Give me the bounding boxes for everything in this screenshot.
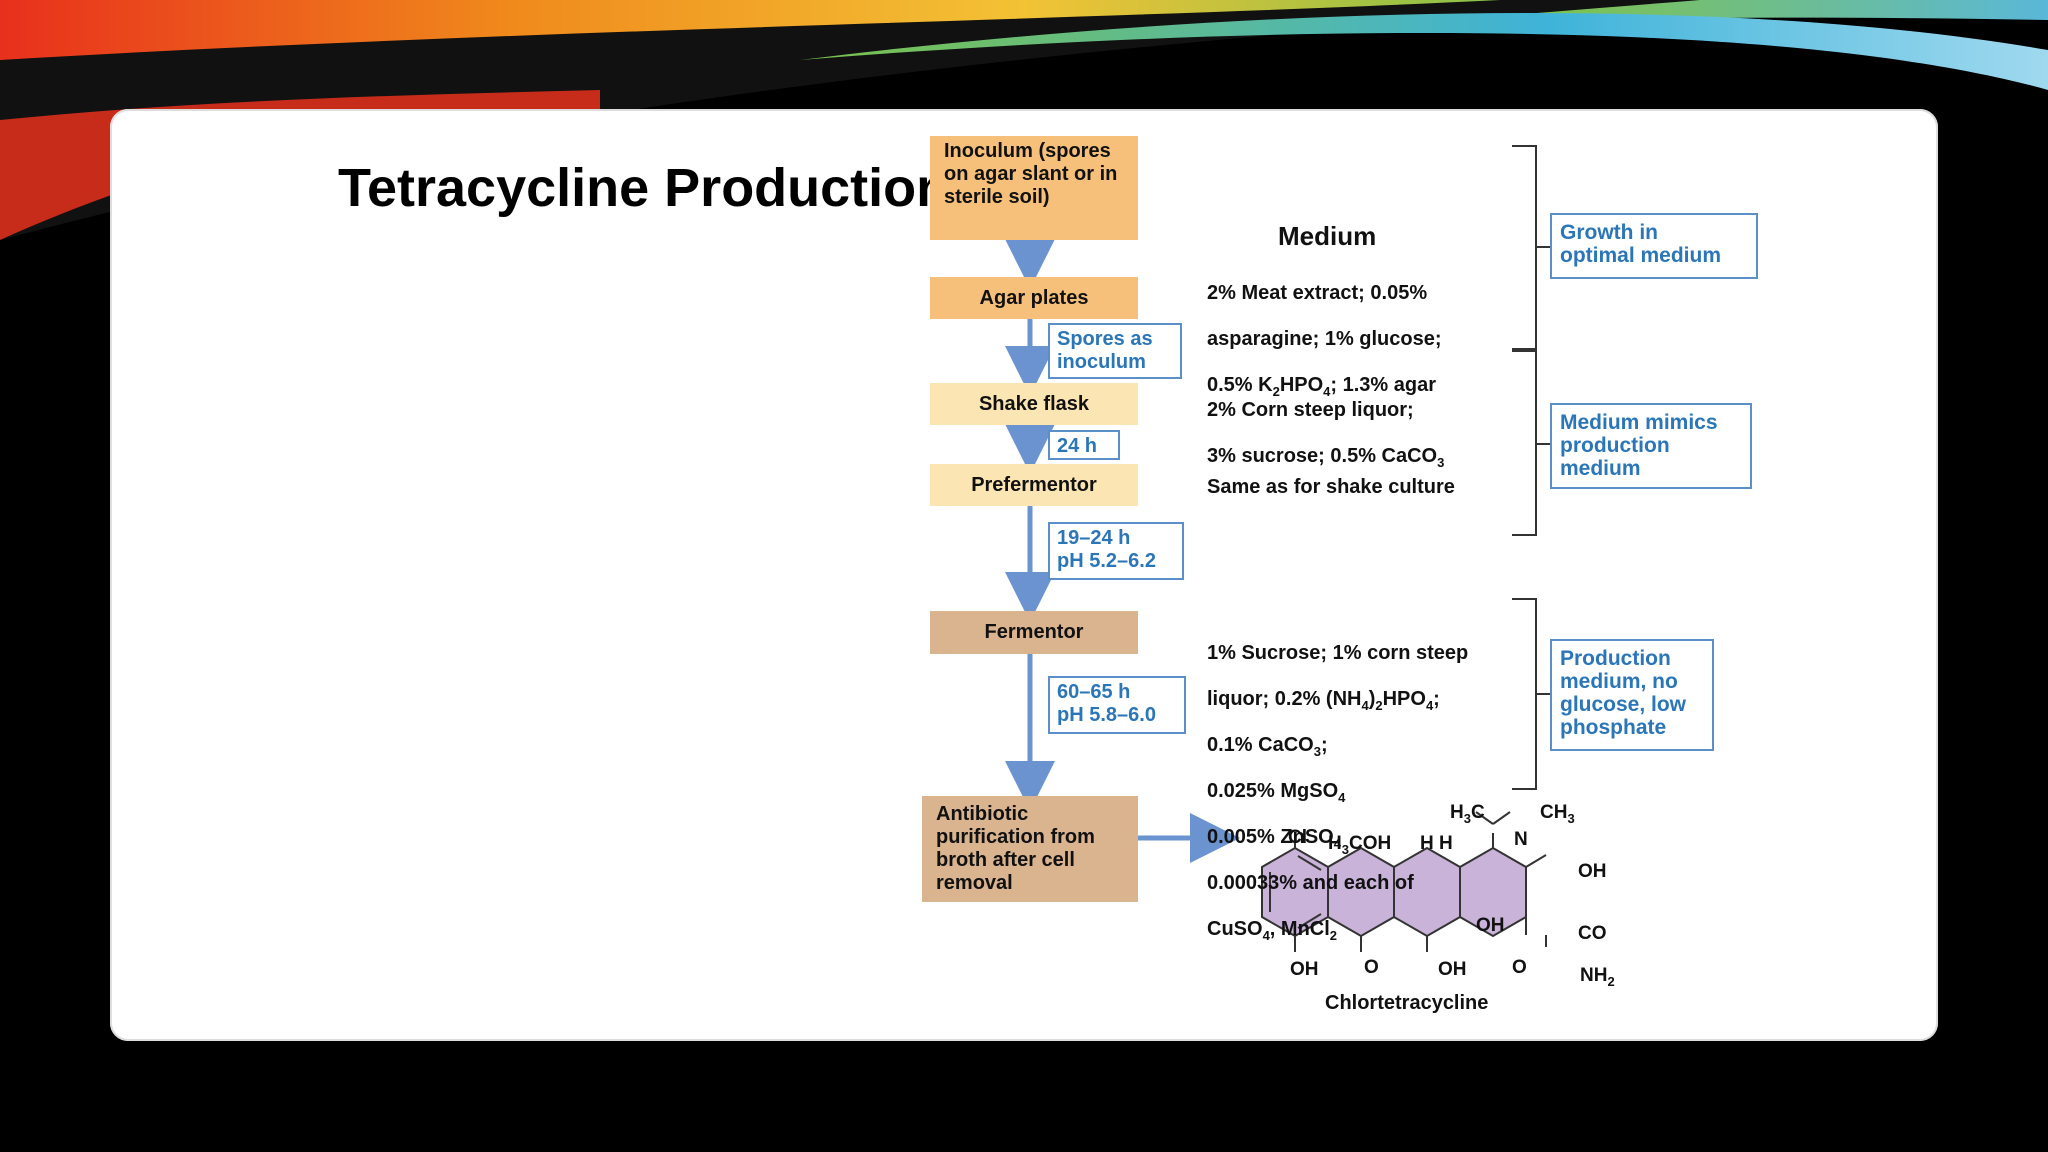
step-prefermentor: Prefermentor bbox=[930, 464, 1138, 506]
slide-title: Tetracycline Production bbox=[338, 158, 950, 218]
medium-agar-line3: 0.5% K2HPO4; 1.3% agar bbox=[1207, 374, 1437, 399]
step-prefermentor-label: Prefermentor bbox=[971, 473, 1097, 496]
step-shake-flask-label: Shake flask bbox=[978, 392, 1090, 415]
step-purification-label: Antibiotic purification from broth after… bbox=[936, 803, 1095, 894]
medium-shake-line1: 2% Corn steep liquor; bbox=[1207, 399, 1414, 421]
bracket-mimics bbox=[1512, 350, 1537, 536]
step-fermentor-label: Fermentor bbox=[984, 621, 1084, 643]
step-agar-plates: Agar plates bbox=[930, 277, 1138, 319]
medium-brackets bbox=[1512, 145, 1550, 790]
chem-label-h3c-top: H3C bbox=[1450, 802, 1485, 826]
chem-label-o1: O bbox=[1364, 957, 1379, 978]
medium-fermentor-line4: 0.025% MgSO4 bbox=[1207, 780, 1346, 805]
medium-fermentor-line7: CuSO4, MnCl2 bbox=[1207, 918, 1338, 943]
medium-agar-line2: asparagine; 1% glucose; bbox=[1207, 328, 1442, 350]
chem-label-ch3-top: CH3 bbox=[1540, 802, 1575, 826]
chem-label-o2: O bbox=[1512, 957, 1527, 978]
chem-label-cl: Cl bbox=[1288, 827, 1307, 848]
bracket-growth bbox=[1512, 145, 1537, 350]
flow-arrows bbox=[1005, 239, 1240, 863]
chem-label-co: CO bbox=[1578, 923, 1607, 944]
medium-agar-plates: 2% Meat extract; 0.05% asparagine; 1% gl… bbox=[1207, 259, 1507, 420]
chlortetracycline-structure bbox=[1261, 811, 1547, 952]
chem-label-oh-bottom1: OH bbox=[1290, 959, 1319, 980]
chem-label-h3coh: H3COH bbox=[1328, 833, 1392, 857]
flow-arrows-and-brackets bbox=[1005, 145, 1550, 952]
medium-fermentor-line1: 1% Sucrose; 1% corn steep bbox=[1207, 642, 1469, 664]
chem-label-oh-mid: OH bbox=[1476, 915, 1505, 936]
chem-label-n: N bbox=[1514, 829, 1528, 850]
bond-oh-d bbox=[1525, 854, 1547, 868]
medium-shake-flask: 2% Corn steep liquor; 3% sucrose; 0.5% C… bbox=[1207, 376, 1507, 491]
note-time-19-24h: 19–24 h pH 5.2–6.2 bbox=[1048, 522, 1184, 580]
chem-compound-name: Chlortetracycline bbox=[1325, 992, 1489, 1014]
medium-fermentor-line3: 0.1% CaCO3; bbox=[1207, 734, 1328, 759]
step-purification: Antibiotic purification from broth after… bbox=[922, 796, 1138, 902]
slide-card: Tetracycline Production bbox=[110, 109, 1938, 1041]
medium-fermentor-line2: liquor; 0.2% (NH4)2HPO4; bbox=[1207, 688, 1440, 713]
medium-fermentor-line5: 0.005% ZnSO4 bbox=[1207, 826, 1341, 851]
medium-agar-line1: 2% Meat extract; 0.05% bbox=[1207, 282, 1428, 304]
medium-fermentor: 1% Sucrose; 1% corn steep liquor; 0.2% (… bbox=[1207, 619, 1517, 964]
step-shake-flask: Shake flask bbox=[930, 383, 1138, 425]
medium-prefermentor: Same as for shake culture bbox=[1207, 476, 1455, 498]
chem-label-nh2: NH2 bbox=[1580, 965, 1615, 989]
bond-me1 bbox=[1475, 811, 1494, 825]
chem-label-hh: H H bbox=[1420, 833, 1453, 854]
step-fermentor: Fermentor bbox=[930, 611, 1138, 654]
side-note-production: Production medium, no glucose, low phosp… bbox=[1550, 639, 1714, 751]
step-inoculum: Inoculum (spores on agar slant or in ste… bbox=[930, 136, 1138, 240]
note-time-24h: 24 h bbox=[1048, 430, 1120, 460]
step-inoculum-label: Inoculum (spores on agar slant or in ste… bbox=[944, 140, 1118, 208]
medium-heading: Medium bbox=[1278, 221, 1377, 251]
bond-me2 bbox=[1492, 811, 1511, 825]
side-note-growth: Growth in optimal medium bbox=[1550, 213, 1758, 279]
medium-shake-line2: 3% sucrose; 0.5% CaCO3 bbox=[1207, 445, 1445, 470]
note-spores-as-inoculum: Spores as inoculum bbox=[1048, 323, 1182, 379]
chem-label-oh-bottom2: OH bbox=[1438, 959, 1467, 980]
step-agar-plates-label: Agar plates bbox=[979, 286, 1089, 309]
medium-fermentor-line6: 0.00033% and each of bbox=[1207, 872, 1414, 894]
aromatic-bond-2 bbox=[1297, 855, 1322, 871]
chem-label-oh-right: OH bbox=[1578, 861, 1607, 882]
note-time-60-65h: 60–65 h pH 5.8–6.0 bbox=[1048, 676, 1186, 734]
aromatic-bond-3 bbox=[1297, 913, 1322, 929]
side-note-mimics: Medium mimics production medium bbox=[1550, 403, 1752, 489]
